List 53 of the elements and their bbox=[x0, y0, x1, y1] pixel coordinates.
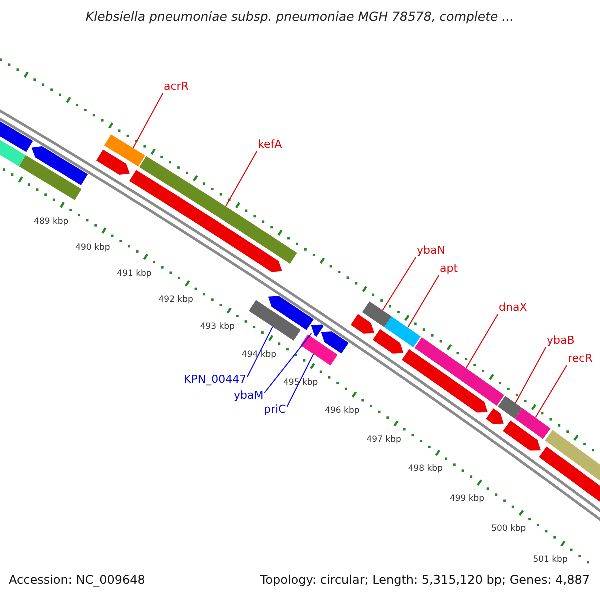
gene-label: recR bbox=[568, 353, 593, 366]
genome-info-text: Topology: circular; Length: 5,315,120 bp; Genes: 4,887 bbox=[260, 574, 590, 588]
gene-label: ybaM bbox=[234, 390, 264, 403]
gene-bar bbox=[249, 300, 301, 341]
leader-line bbox=[407, 275, 440, 328]
scale-label: 496 kbp bbox=[325, 407, 360, 417]
gene-feature bbox=[350, 314, 375, 334]
gene-label: apt bbox=[440, 263, 458, 276]
gene-bar bbox=[414, 338, 504, 406]
title: Klebsiella pneumoniae subsp. pneumoniae MGH 78578, complete ... bbox=[84, 9, 516, 24]
gene-feature bbox=[32, 146, 88, 186]
scale-label: 492 kbp bbox=[158, 296, 194, 306]
scale-label: 494 kbp bbox=[242, 350, 277, 361]
gene-label: priC bbox=[264, 404, 286, 417]
gene-bar bbox=[104, 134, 146, 167]
gene-feature bbox=[372, 329, 404, 354]
gene-label: acrR bbox=[164, 81, 189, 94]
gene-bar bbox=[362, 302, 392, 328]
leader-line bbox=[286, 354, 314, 408]
gene-bar bbox=[19, 155, 82, 200]
leader-line bbox=[264, 333, 312, 394]
scale-label: 493 kbp bbox=[200, 323, 235, 334]
gene-feature bbox=[402, 349, 488, 413]
scale-label: 497 kbp bbox=[366, 436, 402, 446]
scale-label: 498 kbp bbox=[408, 465, 443, 475]
scale-label: 500 kbp bbox=[492, 525, 526, 535]
accession-text: Accession: NC_009648 bbox=[9, 574, 146, 588]
gene-bar bbox=[140, 156, 298, 264]
scale-label: 490 kbp bbox=[76, 244, 110, 254]
gene-label: KPN_00447 bbox=[184, 374, 247, 387]
gene-bar bbox=[300, 334, 338, 366]
gene-bar bbox=[498, 396, 523, 419]
scale-label: 491 kbp bbox=[117, 270, 152, 280]
gene-feature bbox=[503, 420, 541, 451]
leader-line bbox=[382, 257, 416, 312]
gene-bar bbox=[515, 408, 551, 440]
gene-bar bbox=[384, 316, 421, 348]
gene-feature bbox=[321, 332, 349, 354]
scale-label: 501 kbp bbox=[533, 556, 568, 566]
scale-label: 489 kbp bbox=[34, 218, 69, 228]
gene-label: dnaX bbox=[499, 302, 528, 315]
leader-line bbox=[225, 151, 258, 208]
gene-label: kefA bbox=[258, 139, 282, 152]
gene-feature bbox=[268, 296, 314, 330]
gene-label: ybaB bbox=[547, 335, 575, 348]
scale-label: 499 kbp bbox=[450, 494, 485, 505]
gene-feature bbox=[486, 408, 504, 424]
leader-line bbox=[132, 93, 164, 149]
leader-line bbox=[535, 365, 568, 418]
gene-feature bbox=[311, 324, 324, 337]
scale-label: 495 kbp bbox=[284, 378, 318, 388]
gene-feature bbox=[96, 150, 130, 175]
gene-label: ybaN bbox=[417, 245, 446, 258]
